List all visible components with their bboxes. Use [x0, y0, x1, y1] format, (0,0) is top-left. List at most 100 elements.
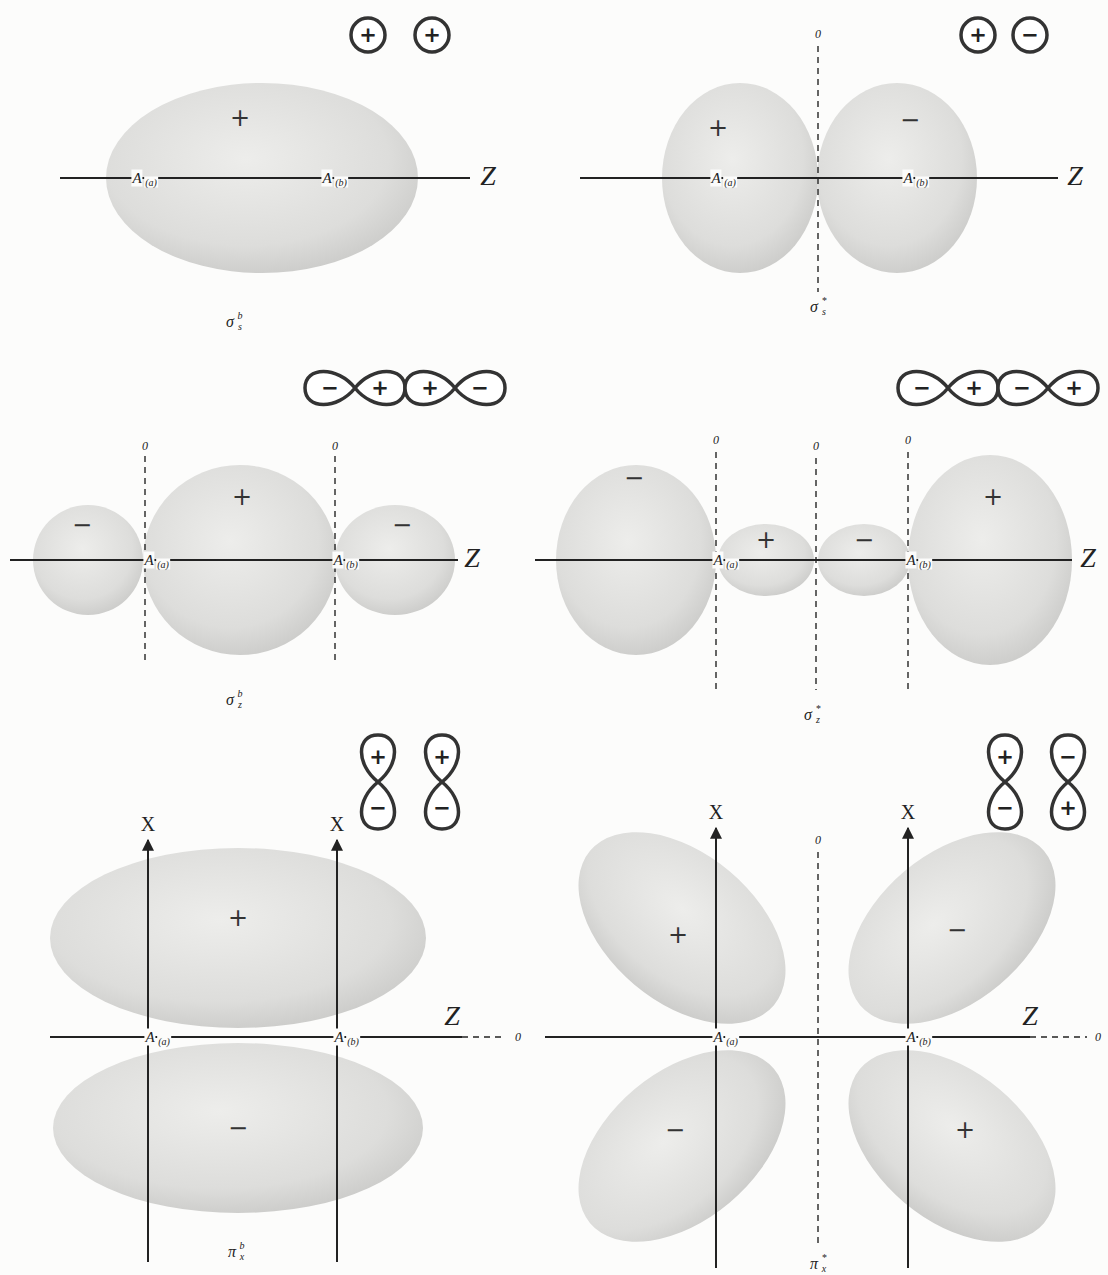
lobe-sign: +: [708, 114, 728, 142]
z-axis: [535, 559, 1072, 561]
orbital-name: π: [810, 1255, 818, 1273]
atom-subscript: (a): [723, 177, 737, 188]
lobe-sign: −: [900, 106, 920, 134]
lobe-sign: +: [955, 1116, 975, 1144]
nodal-plane: [815, 458, 817, 690]
node-zero: 0: [815, 27, 821, 42]
lobe-sign: −: [854, 526, 874, 554]
lobe-sign: −: [624, 464, 644, 492]
atom-subscript: (b): [334, 177, 348, 188]
p-orbital-icon: [898, 372, 948, 405]
orbital-lobe: [53, 1043, 423, 1213]
orbital-name: π: [228, 1243, 236, 1261]
icon-sign: +: [433, 745, 451, 769]
node-zero: 0: [515, 1030, 521, 1045]
orbital-subscript: x: [240, 1251, 244, 1262]
icon-sign: +: [369, 745, 387, 769]
icon-sign: +: [1059, 796, 1077, 820]
atom-subscript: (b): [346, 1036, 360, 1047]
orbital-superscript: *: [822, 295, 827, 306]
lobe-sign: +: [756, 526, 776, 554]
pi-x-bonding: [50, 735, 506, 1262]
p-orbital-icon: [355, 372, 405, 405]
icon-sign: +: [965, 376, 983, 400]
lobe-sign: +: [230, 104, 250, 132]
icon-sign: −: [369, 796, 387, 820]
orbital-superscript: *: [816, 703, 821, 714]
axis-label: X: [901, 801, 915, 824]
s-orbital-icon: [415, 18, 449, 52]
orbital-subscript: s: [822, 306, 826, 317]
node-zero: 0: [713, 433, 719, 448]
orbital-name: σ: [226, 691, 234, 709]
sigma-z-antibonding: [535, 372, 1098, 691]
lobe-sign: −: [72, 511, 92, 539]
atom-subscript: (b): [918, 1036, 932, 1047]
nodal-plane: [817, 852, 819, 1245]
icon-sign: +: [421, 376, 439, 400]
lobe-sign: −: [392, 511, 412, 539]
icon-sign: +: [359, 23, 377, 47]
atom-label: A: [333, 1029, 344, 1046]
s-orbital-icon: [351, 18, 385, 52]
p-orbital-icon: [948, 372, 998, 405]
p-orbital-icon: [998, 372, 1048, 405]
x-axis: [715, 828, 717, 1268]
atom-subscript: (b): [918, 559, 932, 570]
axis-label: Z: [1022, 1000, 1038, 1032]
orbital-lobe: [813, 794, 1092, 1062]
nodal-plane: [907, 452, 909, 690]
axis-label: Z: [480, 160, 496, 192]
z-axis: [10, 559, 458, 561]
sigma-z-bonding: [10, 372, 505, 666]
axis-label: X: [330, 813, 344, 836]
axis-label: Z: [444, 1000, 460, 1032]
lobe-sign: −: [665, 1116, 685, 1144]
sigma-s-bonding: [60, 18, 470, 273]
atom-label: A: [321, 170, 332, 187]
icon-sign: −: [1013, 376, 1031, 400]
icon-sign: +: [996, 745, 1014, 769]
atom-subscript: (b): [345, 559, 359, 570]
atom-subscript: (a): [725, 559, 739, 570]
atom-subscript: (a): [725, 1036, 739, 1047]
p-orbital-icon: [426, 735, 459, 782]
orbital-superscript: *: [822, 1252, 827, 1263]
s-orbital-icon: [1013, 18, 1047, 52]
z-axis: [50, 1036, 462, 1038]
atom-label: A: [143, 552, 154, 569]
lobe-sign: −: [228, 1114, 248, 1142]
p-orbital-icon: [362, 735, 395, 782]
orbital-name: σ: [804, 706, 812, 724]
node-zero: 0: [813, 439, 819, 454]
lobe-sign: +: [668, 921, 688, 949]
nodal-plane: [817, 46, 819, 292]
z-axis: [60, 177, 470, 179]
atom-label: A: [710, 170, 721, 187]
orbital-subscript: s: [238, 321, 242, 332]
z-axis: [580, 177, 1058, 179]
p-orbital-icon: [1052, 782, 1085, 829]
atom-label: A: [131, 170, 142, 187]
p-orbital-icon: [1052, 735, 1085, 782]
atom-subscript: (a): [144, 177, 158, 188]
x-axis: [336, 840, 338, 1262]
axis-label: Z: [1067, 160, 1083, 192]
node-zero: 0: [332, 439, 338, 454]
icon-sign: −: [471, 376, 489, 400]
icon-sign: −: [996, 796, 1014, 820]
nodal-plane: [1030, 1036, 1087, 1038]
icon-sign: −: [1059, 745, 1077, 769]
icon-sign: +: [1065, 376, 1083, 400]
lobe-sign: +: [983, 483, 1003, 511]
sigma-s-antibonding: [580, 18, 1058, 292]
atom-label: A: [332, 552, 343, 569]
p-orbital-icon: [1048, 372, 1098, 405]
p-orbital-icon: [426, 782, 459, 829]
icon-sign: +: [371, 376, 389, 400]
pi-x-antibonding: [543, 735, 1092, 1275]
atom-subscript: (a): [157, 1036, 171, 1047]
atom-label: A: [905, 1029, 916, 1046]
lobe-sign: +: [228, 904, 248, 932]
